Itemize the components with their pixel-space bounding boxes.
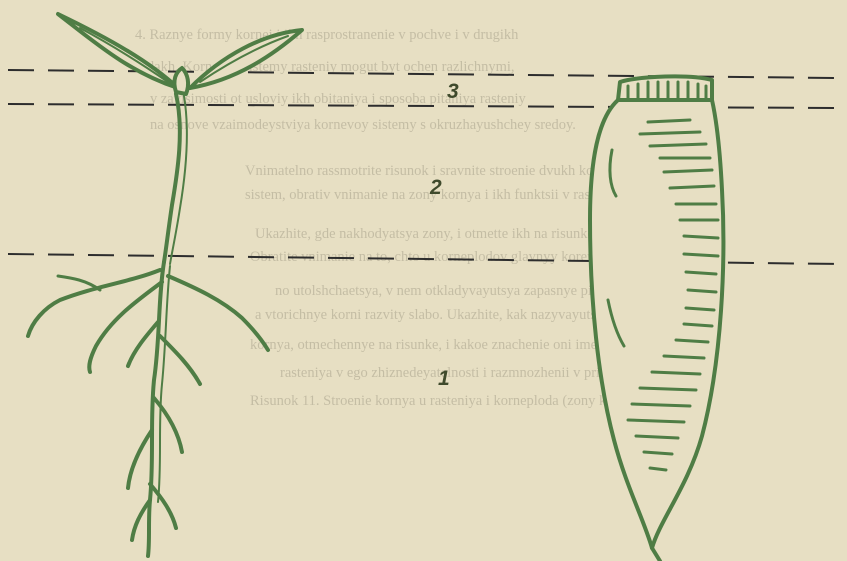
root-vegetable-drawing: [590, 76, 723, 561]
seedling-lateral-root: [150, 484, 176, 528]
seedling-stem: [164, 94, 180, 262]
seedling-bud: [174, 68, 188, 94]
zone-boundary-line: [8, 70, 840, 78]
seedling-lateral-root: [154, 398, 182, 452]
seedling-lateral-root: [89, 282, 162, 372]
seedling-lateral-root: [128, 430, 152, 488]
seedling-lateral-root: [160, 336, 200, 384]
zone-label-2: 2: [430, 176, 442, 200]
seedling-lateral-root: [168, 276, 268, 350]
root-vegetable-tip: [652, 548, 660, 561]
seedling-drawing: [28, 14, 302, 556]
zone-label-1: 1: [438, 367, 450, 391]
zone-label-3: 3: [447, 80, 459, 104]
seedling-lateral-root: [28, 270, 160, 336]
seedling-leaf-right: [190, 30, 302, 88]
seedling-lateral-root: [128, 322, 158, 366]
